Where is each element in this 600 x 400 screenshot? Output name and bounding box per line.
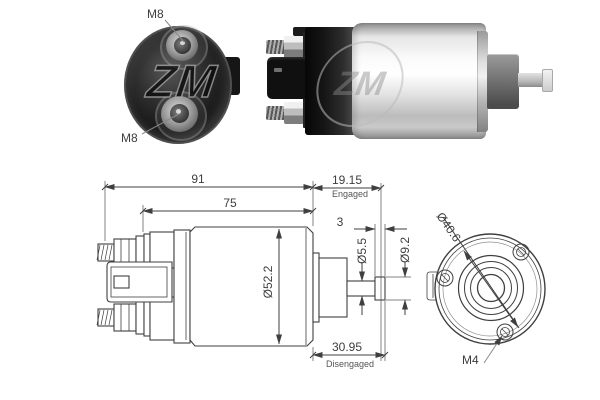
front-view-tab xyxy=(426,271,437,301)
render-bottom-stud-thread xyxy=(266,106,285,120)
m8-label-top: M8 xyxy=(147,7,164,21)
front-rim-circle xyxy=(438,237,542,341)
drawing-connector xyxy=(106,261,173,303)
drawing-bottom-stud xyxy=(96,298,151,337)
front-bolt-circle xyxy=(442,241,538,337)
drawing-main-body xyxy=(189,226,314,347)
front-ring-1 xyxy=(457,254,525,322)
front-bolt-hole-left xyxy=(436,269,454,287)
drawing-plunger-tip xyxy=(374,276,386,301)
render-plunger-rod xyxy=(518,73,543,87)
drawing-front-flange xyxy=(312,252,320,323)
side-view-drawing xyxy=(96,226,386,347)
render-front-flange xyxy=(477,31,488,132)
dim-engaged-travel: 19.15 xyxy=(332,173,362,187)
dim-disengaged-travel: 30.95 xyxy=(332,340,362,354)
dim-body-diameter: Ø52.2 xyxy=(261,265,275,298)
drawing-front-boss xyxy=(318,257,348,318)
render-chrome-body xyxy=(352,23,486,139)
m4-thread-label: M4 xyxy=(462,353,479,367)
dim-bolt-circle-diameter: Ø40.6 xyxy=(434,210,464,245)
dim-pin-diameter: Ø9.2 xyxy=(398,237,412,263)
m8-label-bottom: M8 xyxy=(121,131,138,145)
front-bolt-hole-bottom xyxy=(496,323,514,341)
front-bolt-hole-top-right xyxy=(512,243,530,261)
photo-top-highlight xyxy=(180,41,185,45)
render-front-boss xyxy=(487,54,519,109)
side-view-dimensions: 91 75 19.15 Engaged 3 Ø5.5 Ø9.2 xyxy=(101,172,412,369)
photo-top-terminal-stud xyxy=(174,37,191,54)
engaged-caption: Engaged xyxy=(332,189,368,199)
front-center-hole xyxy=(476,273,506,303)
drawing-top-stud xyxy=(96,233,151,272)
render-connector-highlight xyxy=(274,68,282,72)
render-rear-housing xyxy=(305,27,358,135)
render-top-detail xyxy=(293,27,309,36)
render-connector xyxy=(267,57,309,99)
dim-rod-diameter: Ø5.5 xyxy=(355,238,369,264)
dim-body-length: 75 xyxy=(223,196,237,210)
front-outer-circle xyxy=(434,233,546,345)
render-top-stud-nut xyxy=(284,36,304,58)
drawing-rear-flange xyxy=(173,229,191,344)
disengaged-caption: Disengaged xyxy=(326,359,374,369)
drawing-bottom-bracket xyxy=(149,296,175,341)
photo-labels: M8 M8 xyxy=(121,7,185,145)
photo-bottom-highlight xyxy=(176,109,181,114)
front-view-drawing: Ø40.6 M4 xyxy=(426,210,546,367)
front-ring-2 xyxy=(464,261,518,315)
render-top-stud-thread xyxy=(266,40,285,54)
dim-overall-length: 91 xyxy=(191,172,205,186)
render-plunger-tip xyxy=(542,69,553,92)
render-bottom-stud-nut xyxy=(284,102,304,124)
drawing-plunger-rod xyxy=(346,280,376,297)
dim-pin-width: 3 xyxy=(337,215,344,229)
front-ring-3 xyxy=(470,267,512,309)
